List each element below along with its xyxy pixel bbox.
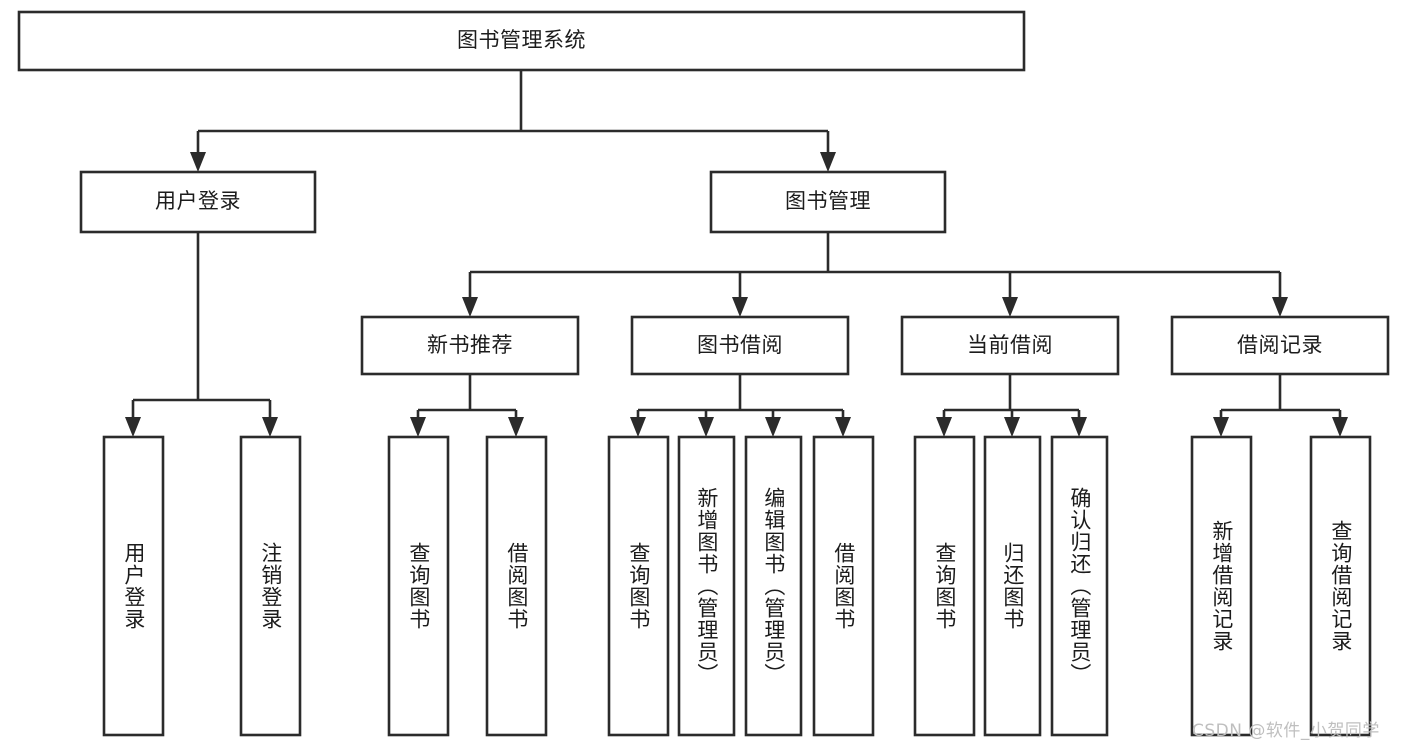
node-leaf-user-login[interactable] [102,435,165,737]
node-leaf-add-book[interactable] [677,435,736,737]
arrow-head-icon [462,297,478,317]
node-leaf-query-book-borrow[interactable] [607,435,670,737]
arrow-head-icon [1071,417,1087,437]
node-borrow-record[interactable] [1170,315,1390,376]
node-book-manage[interactable] [709,170,947,234]
node-root[interactable] [17,10,1026,72]
edges-group [125,70,1348,437]
arrow-head-icon [125,417,141,437]
arrow-head-icon [262,417,278,437]
node-user-login[interactable] [79,170,317,234]
arrow-head-icon [765,417,781,437]
node-leaf-confirm-return[interactable] [1050,435,1109,737]
arrow-head-icon [936,417,952,437]
arrow-head-icon [508,417,524,437]
arrow-head-icon [698,417,714,437]
node-book-borrow[interactable] [630,315,850,376]
node-leaf-query-book-cur[interactable] [913,435,976,737]
arrow-head-icon [835,417,851,437]
node-new-book-recommend[interactable] [360,315,580,376]
arrow-head-icon [1002,297,1018,317]
node-leaf-query-book-rec[interactable] [387,435,450,737]
arrow-head-icon [732,297,748,317]
arrow-head-icon [1004,417,1020,437]
node-current-borrow[interactable] [900,315,1120,376]
node-leaf-borrow-book-rec[interactable] [485,435,548,737]
arrow-head-icon [630,417,646,437]
boxes-group [17,10,1390,737]
arrow-head-icon [190,152,206,172]
node-leaf-logout[interactable] [239,435,302,737]
arrow-head-icon [820,152,836,172]
node-leaf-borrow-book[interactable] [812,435,875,737]
arrow-head-icon [1272,297,1288,317]
arrow-head-icon [1332,417,1348,437]
node-leaf-edit-book[interactable] [744,435,803,737]
arrow-head-icon [410,417,426,437]
node-leaf-query-record[interactable] [1309,435,1372,737]
arrow-head-icon [1213,417,1229,437]
node-leaf-return-book[interactable] [983,435,1042,737]
node-leaf-add-record[interactable] [1190,435,1253,737]
